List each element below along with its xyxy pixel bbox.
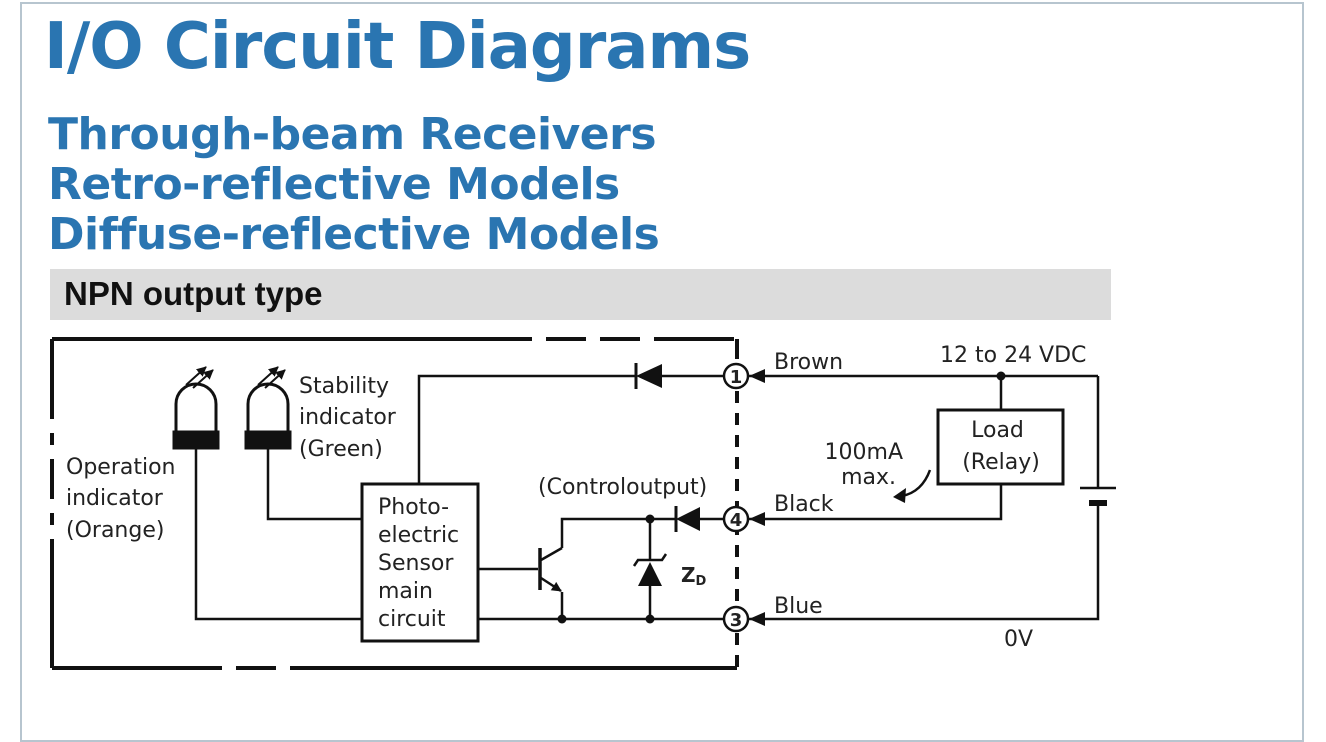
- battery-icon: [1080, 486, 1116, 506]
- operation-indicator-led-icon: [172, 366, 220, 450]
- section-header: NPN output type: [50, 269, 1111, 320]
- subtitle-through-beam: Through-beam Receivers: [48, 109, 657, 160]
- terminal-1: 1: [722, 362, 750, 390]
- wire-arrows: [749, 369, 765, 626]
- svg-text:1: 1: [730, 367, 743, 388]
- current-direction-arrow-icon: [893, 469, 932, 503]
- stability-indicator-led-icon: [244, 366, 292, 450]
- svg-text:3: 3: [730, 610, 743, 631]
- subtitle-retro-reflective: Retro-reflective Models: [48, 159, 620, 210]
- stability-indicator-label: Stability indicator (Green): [299, 374, 403, 462]
- zener-diode: [632, 553, 668, 586]
- wire-label-brown: Brown: [774, 350, 843, 375]
- load-relay-label: Load (Relay): [962, 418, 1040, 475]
- diode-terminal-1: [634, 363, 662, 389]
- load-relay-box: [936, 408, 1065, 486]
- control-output-label: (Controloutput): [538, 475, 707, 500]
- current-limit-label: 100mA max.: [825, 440, 910, 490]
- terminal-3: 3: [722, 605, 750, 633]
- diode-terminal-4: [674, 506, 700, 532]
- junction-dots: [557, 371, 1006, 624]
- terminal-4: 4: [722, 505, 750, 533]
- zero-volt-label: 0V: [1004, 627, 1033, 652]
- zener-label: ZD: [681, 563, 707, 589]
- svg-text:4: 4: [730, 510, 743, 531]
- npn-transistor: [538, 546, 563, 593]
- supply-voltage-label: 12 to 24 VDC: [940, 343, 1086, 368]
- wire-label-black: Black: [774, 492, 834, 517]
- wire-label-blue: Blue: [774, 594, 823, 619]
- section-title: NPN output type: [64, 275, 323, 312]
- main-circuit-box: [360, 482, 480, 643]
- circuit-wires: [194, 374, 1100, 621]
- page-title: I/O Circuit Diagrams: [44, 10, 751, 84]
- subtitle-diffuse-reflective: Diffuse-reflective Models: [48, 209, 660, 260]
- operation-indicator-label: Operation indicator (Orange): [66, 455, 182, 543]
- main-circuit-label: Photo- electric Sensor main circuit: [378, 495, 466, 632]
